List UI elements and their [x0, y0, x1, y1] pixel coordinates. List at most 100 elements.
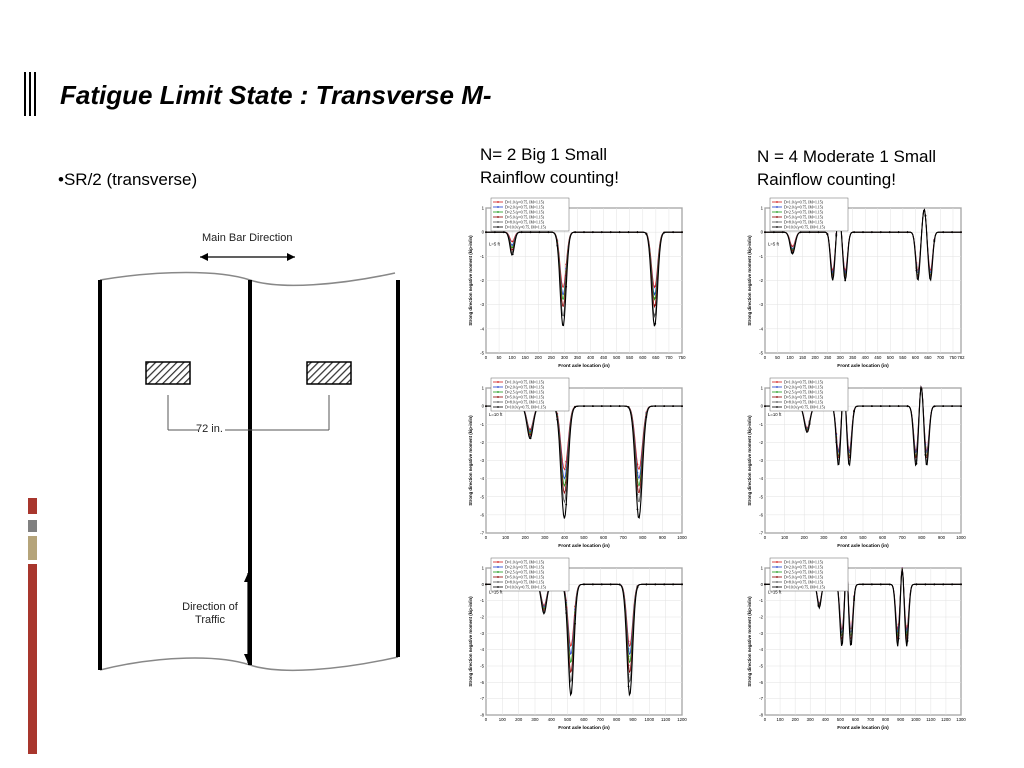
legend-swatch-marker	[497, 221, 499, 223]
series-marker-6	[654, 583, 657, 586]
series-marker-6	[897, 637, 900, 640]
series-marker-6	[933, 240, 936, 243]
x-tick-label: 800	[639, 535, 647, 540]
x-tick-label: 1300	[956, 717, 966, 722]
y-tick-label: -1	[759, 598, 763, 603]
legend-swatch-marker	[776, 566, 778, 568]
series-marker-6	[835, 441, 838, 444]
x-axis-label: Front axle location (in)	[837, 363, 889, 369]
legend-entry: D=2.0 (γ=0.75, IM=1.15)	[784, 205, 824, 210]
legend-swatch-marker	[497, 201, 499, 203]
legend-swatch-marker	[497, 586, 499, 588]
legend-entry: D=2.5 (γ=0.75, IM=1.15)	[784, 210, 824, 215]
series-marker-6	[862, 405, 864, 408]
series-marker-6	[485, 405, 487, 408]
series-marker-6	[583, 405, 585, 408]
x-tick-label: 900	[659, 535, 667, 540]
traffic-label-line2: Traffic	[195, 614, 225, 626]
x-tick-label: 300	[807, 717, 815, 722]
series-marker-6	[627, 406, 630, 409]
series-marker-6	[565, 503, 568, 506]
title-decoration	[24, 72, 44, 116]
y-tick-label: -3	[480, 631, 484, 636]
x-tick-label: 100	[509, 355, 517, 360]
series-marker-6	[888, 405, 891, 408]
y-tick-label: -1	[480, 254, 484, 259]
legend-swatch-marker	[497, 406, 499, 408]
x-tick-label: 300	[561, 355, 569, 360]
y-tick-label: -3	[480, 458, 484, 463]
strip-red-top	[28, 498, 37, 514]
x-tick-label: 550	[899, 355, 907, 360]
series-marker-6	[663, 231, 666, 234]
legend-swatch-marker	[776, 406, 778, 408]
series-marker-6	[915, 269, 918, 272]
x-tick-label: 500	[859, 535, 867, 540]
y-tick-label: -5	[480, 351, 484, 356]
span-label: L=15 ft	[489, 590, 503, 595]
series-marker-6	[636, 508, 639, 511]
series-marker-6	[618, 231, 621, 234]
x-tick-label: 600	[912, 355, 920, 360]
series-marker-6	[538, 231, 541, 234]
legend-entry: D=8.0 (γ=0.75, IM=1.15)	[784, 220, 824, 225]
legend-entry: D=1.0 (γ=0.75, IM=1.15)	[505, 380, 545, 385]
x-tick-label: 0	[485, 717, 488, 722]
slide-title: Fatigue Limit State : Transverse M-	[60, 80, 492, 110]
y-tick-label: -2	[759, 440, 763, 445]
series-marker-6	[547, 231, 550, 234]
spacing-label: 72 in.	[196, 423, 223, 435]
y-tick-label: -2	[759, 278, 763, 283]
series-marker-6	[862, 231, 864, 234]
legend-swatch-marker	[776, 391, 778, 393]
y-tick-label: -4	[480, 476, 484, 481]
series-marker-6	[853, 599, 855, 602]
series-marker-6	[583, 583, 585, 586]
y-tick-label: -4	[759, 476, 763, 481]
series-marker-6	[817, 231, 820, 234]
x-tick-label: 1000	[645, 717, 655, 722]
x-tick-label: 350	[574, 355, 582, 360]
legend-box	[769, 377, 849, 412]
x-tick-label: 350	[849, 355, 857, 360]
series-marker-6	[951, 405, 953, 408]
legend-box	[769, 557, 849, 592]
span-label: L=5 ft	[768, 241, 780, 246]
y-tick-label: 1	[761, 566, 764, 571]
legend-swatch-marker	[497, 561, 499, 563]
y-tick-label: -5	[759, 494, 763, 499]
series-marker-6	[609, 231, 612, 234]
legend-swatch-marker	[776, 586, 778, 588]
legend-swatch-marker	[497, 381, 499, 383]
legend-swatch-marker	[776, 561, 778, 563]
series-marker-6	[636, 586, 639, 589]
series-marker-6	[871, 231, 873, 234]
column-heading-n2-line2: Rainflow counting!	[480, 168, 619, 187]
x-tick-label: 0	[485, 535, 488, 540]
plot-frame	[764, 567, 962, 716]
legend-swatch-marker	[776, 221, 778, 223]
x-tick-label: 0	[764, 355, 767, 360]
series-marker-6	[520, 231, 523, 234]
x-tick-label: 400	[561, 535, 569, 540]
x-tick-label: 300	[820, 535, 828, 540]
legend-swatch-marker	[497, 206, 499, 208]
strip-red-long	[28, 564, 37, 754]
span-label: L=10 ft	[768, 412, 782, 417]
series-marker-6	[574, 231, 576, 234]
series-marker-6	[654, 322, 657, 325]
series-marker-6	[618, 405, 621, 408]
x-tick-label: 650	[652, 355, 660, 360]
x-tick-label: 200	[535, 355, 543, 360]
x-tick-label: 0	[764, 535, 767, 540]
y-tick-label: -5	[480, 494, 484, 499]
legend-entry: D=2.5 (γ=0.75, IM=1.15)	[505, 390, 545, 395]
series-marker-6	[494, 231, 496, 234]
x-tick-label: 100	[786, 355, 794, 360]
x-tick-label: 700	[937, 355, 945, 360]
series-marker-6	[835, 235, 838, 237]
legend-swatch-marker	[497, 576, 499, 578]
column-heading-n2-line1: N= 2 Big 1 Small	[480, 145, 608, 164]
